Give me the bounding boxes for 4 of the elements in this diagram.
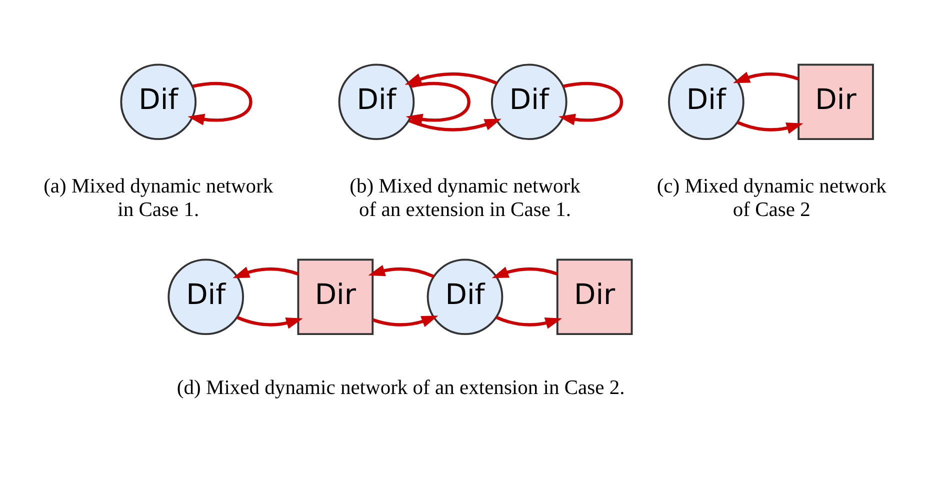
label: (d) Mixed dynamic network of an extension in Case 2.	[176, 377, 625, 400]
label: (b) Mixed dynamic network of an extension in Case 1.	[350, 176, 580, 221]
label: (a) Mixed dynamic network in Case 1.	[44, 176, 274, 221]
label: (c) Mixed dynamic network of Case 2	[656, 176, 886, 221]
